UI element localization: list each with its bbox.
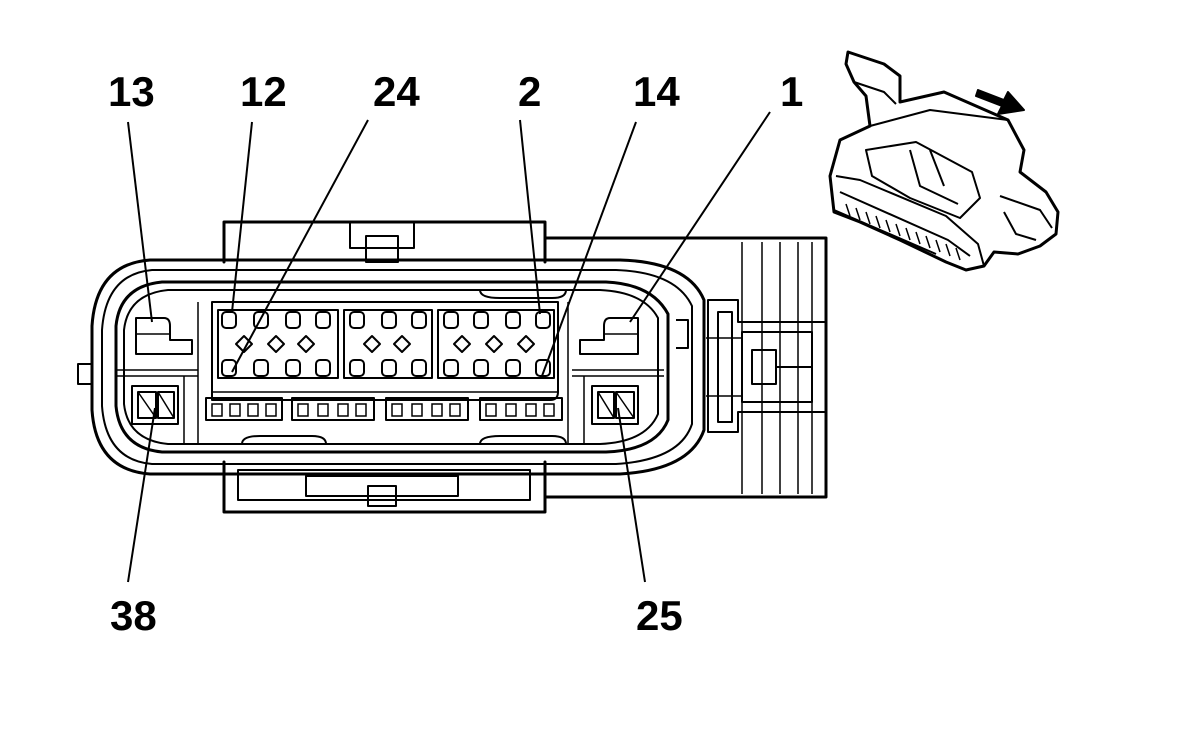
cavity-group-b bbox=[343, 309, 433, 379]
pin-label-14: 14 bbox=[633, 68, 680, 115]
pin-label-2: 2 bbox=[518, 68, 541, 115]
leader-2 bbox=[519, 119, 541, 315]
pin-label-13: 13 bbox=[108, 68, 155, 115]
pin-label-12: 12 bbox=[240, 68, 287, 115]
leader-13 bbox=[127, 121, 153, 323]
pin-label-38: 38 bbox=[110, 592, 157, 639]
leader-14 bbox=[541, 121, 637, 377]
bottom-lock-tab bbox=[222, 460, 547, 514]
connector-inset-view bbox=[828, 50, 1060, 272]
outer-shell bbox=[90, 258, 706, 476]
pin-25-cavity bbox=[591, 385, 639, 425]
pin-label-25: 25 bbox=[636, 592, 683, 639]
leader-12 bbox=[231, 121, 253, 313]
arrow-right-down-icon bbox=[975, 89, 1025, 115]
pin-13-cavity bbox=[135, 317, 193, 355]
cavity-group-c bbox=[437, 309, 555, 379]
lower-cavity-row bbox=[205, 397, 563, 421]
pin-1-cavity bbox=[579, 317, 639, 355]
pin-38-cavity bbox=[131, 385, 179, 425]
latch-housing bbox=[707, 299, 827, 433]
leader-1 bbox=[629, 111, 771, 323]
leader-lines bbox=[127, 111, 771, 583]
leader-25 bbox=[617, 407, 646, 583]
top-lock-tab bbox=[222, 220, 547, 264]
cavity-group-a bbox=[217, 309, 339, 379]
connector-face bbox=[77, 220, 828, 514]
leader-38 bbox=[127, 407, 156, 583]
inner-face bbox=[114, 280, 670, 454]
pin-label-24: 24 bbox=[373, 68, 420, 115]
pin-label-1: 1 bbox=[780, 68, 803, 115]
leader-24 bbox=[231, 119, 369, 373]
